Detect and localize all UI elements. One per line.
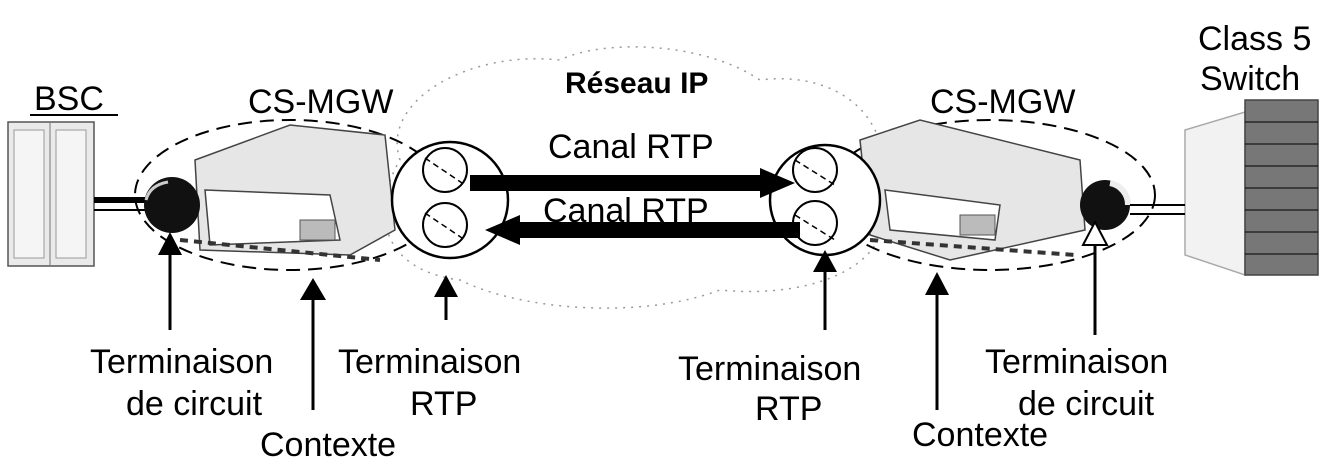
- left-cs-mgw: [134, 119, 446, 271]
- left-circuit-termination-node: [144, 177, 200, 233]
- right-cs-mgw: [824, 119, 1156, 271]
- pointer-arrows: [168, 240, 1097, 410]
- right-rtp-termination-node: [768, 143, 882, 257]
- left-rtp-termination-line2: RTP: [410, 385, 477, 423]
- left-rtp-termination-line1: Terminaison: [338, 343, 521, 381]
- right-circuit-termination-line1: Terminaison: [985, 343, 1168, 381]
- right-mgw-label: CS-MGW: [930, 83, 1075, 121]
- right-circuit-termination-line2: de circuit: [1018, 385, 1155, 423]
- left-context-label: Contexte: [260, 426, 396, 464]
- left-circuit-termination-line1: Terminaison: [90, 343, 273, 381]
- switch-label-line1: Class 5: [1198, 20, 1311, 58]
- left-rtp-termination-node: [390, 140, 510, 260]
- right-rtp-termination-line1: Terminaison: [678, 350, 861, 388]
- right-rtp-termination-line2: RTP: [755, 390, 822, 428]
- rtp-channel-reverse-label: Canal RTP: [543, 192, 709, 230]
- bsc-equipment: [7, 121, 95, 267]
- rtp-channel-forward-label: Canal RTP: [548, 128, 714, 166]
- left-mgw-label: CS-MGW: [248, 83, 393, 121]
- left-circuit-termination-line2: de circuit: [126, 385, 263, 423]
- switch-label-line2: Switch: [1200, 60, 1300, 98]
- bsc-label: BSC: [34, 80, 104, 118]
- class5-switch-equipment: [1184, 99, 1319, 277]
- ip-network-cloud: [383, 46, 885, 309]
- network-title: Réseau IP: [565, 67, 708, 100]
- right-circuit-termination-node: [1080, 180, 1130, 230]
- right-context-label: Contexte: [912, 416, 1048, 454]
